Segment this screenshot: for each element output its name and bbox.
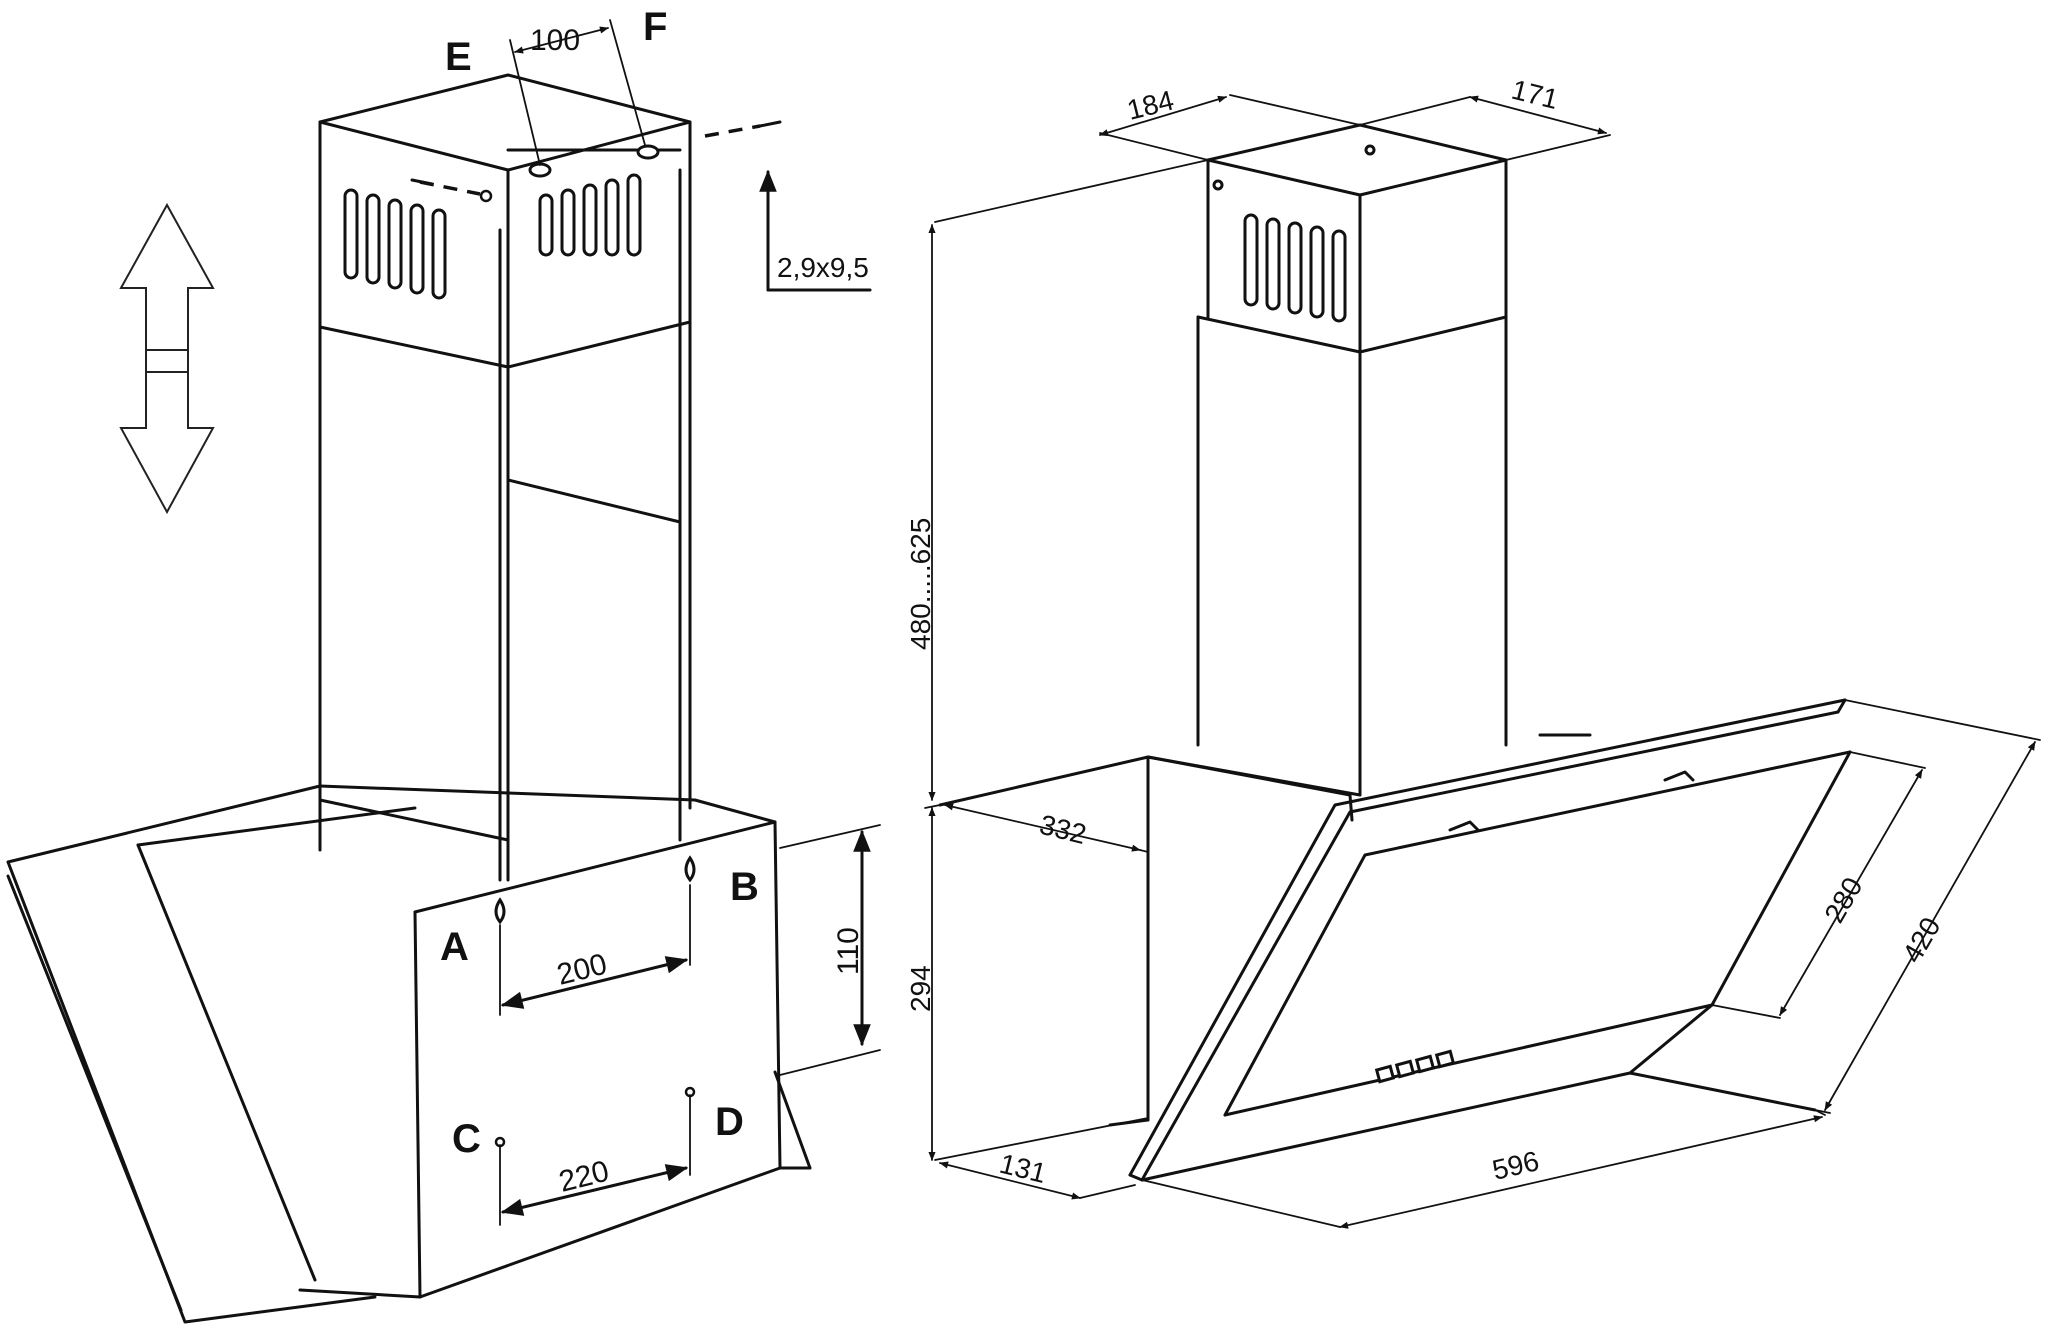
screw-callout: 2,9x9,5 — [759, 169, 872, 292]
dim-ab: 200 — [499, 884, 691, 1016]
left-chimney-upper — [318, 73, 692, 882]
dim-332: 332 — [944, 803, 1149, 853]
right-chimney — [1196, 123, 1508, 777]
mounting-points: A B C D — [440, 855, 759, 1161]
right-vent-slots — [1243, 213, 1347, 323]
left-glass-panel — [6, 784, 417, 1324]
left-vent-slots — [343, 173, 642, 300]
label-d: D — [715, 1100, 744, 1144]
dim-280-label: 280 — [1818, 872, 1868, 928]
right-glass-panel — [1128, 698, 1852, 1182]
dim-cd-label: 220 — [556, 1155, 613, 1199]
dim-chimney-height: 480.....625 — [905, 159, 1209, 809]
dim-596-label: 596 — [1489, 1145, 1541, 1186]
dim-131-label: 131 — [997, 1148, 1050, 1189]
dim-131: 131 — [934, 1117, 1149, 1200]
left-view: 2,9x9,5 100 E F A B C D 200 — [6, 5, 881, 1324]
label-f: F — [643, 5, 667, 49]
dim-vertical-110: 110 — [779, 824, 881, 1076]
dim-280: 280 — [1711, 751, 1926, 1019]
left-screws — [410, 120, 782, 203]
dim-184: 184 — [1099, 84, 1361, 161]
dim-ab-label: 200 — [554, 948, 611, 992]
left-chimney-lower — [318, 320, 692, 882]
left-hood-body — [298, 784, 812, 1299]
dim-184-label: 184 — [1124, 84, 1177, 125]
right-hood-body — [938, 755, 1362, 1127]
label-a: A — [440, 925, 469, 969]
dim-294-label: 294 — [905, 965, 936, 1012]
dim-420-label: 420 — [1896, 912, 1946, 968]
dim-332-label: 332 — [1037, 809, 1090, 850]
label-c: C — [452, 1117, 481, 1161]
dim-vertical-label: 110 — [832, 927, 865, 975]
label-e: E — [445, 35, 472, 79]
dim-ef-label: 100 — [530, 24, 580, 57]
dim-cd: 220 — [499, 1094, 691, 1226]
dim-171: 171 — [1359, 74, 1611, 161]
dim-294: 294 — [905, 807, 936, 1161]
dim-596: 596 — [1141, 1109, 1826, 1229]
double-arrow-up-down-icon — [119, 202, 215, 515]
label-b: B — [730, 865, 759, 909]
control-buttons — [1374, 1049, 1456, 1084]
screw-size-label: 2,9x9,5 — [777, 252, 869, 283]
dim-chimney-label: 480.....625 — [905, 518, 936, 650]
right-view: 184 171 480.....625 294 332 — [905, 74, 2041, 1229]
dim-ef: 100 E F — [445, 5, 667, 166]
